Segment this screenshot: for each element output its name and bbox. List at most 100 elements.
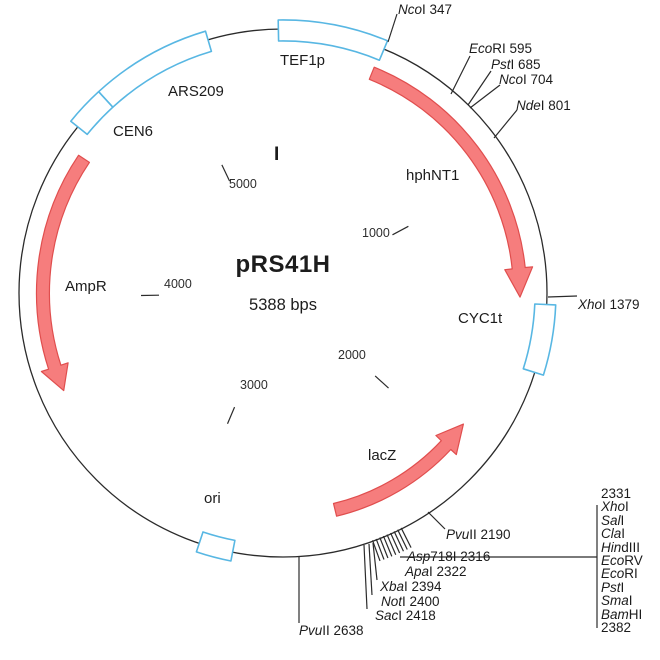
scale-label-3000: 3000: [240, 378, 268, 392]
site-enzyme: Sac: [375, 608, 399, 623]
feature-label-ars209: ARS209: [168, 83, 224, 100]
site-position: I 685: [510, 57, 541, 72]
site-label-ncoi-704: NcoI 704: [499, 73, 553, 87]
arrow-lacz: [332, 423, 464, 517]
tick-pvuii-2190: [427, 511, 446, 530]
feature-box-tef1p: [277, 19, 389, 61]
site-enzyme: Pvu: [446, 527, 470, 542]
site-enzyme: Nco: [398, 2, 423, 17]
site-enzyme: Not: [381, 594, 403, 609]
feature-box-ars209: [97, 30, 213, 108]
polylinker-item-smai: SmaI: [601, 593, 643, 609]
polylinker-item-bamhi: BamHI: [601, 606, 643, 622]
feature-box-cyc1t: [522, 303, 557, 376]
enzyme-suffix: I: [620, 579, 625, 595]
leader-saci-2418: [363, 544, 368, 610]
site-label-ecori-595: EcoRI 595: [469, 42, 532, 56]
enzyme-suffix: I: [621, 526, 626, 542]
site-enzyme: Nde: [516, 98, 541, 113]
enzyme-name: Sma: [601, 593, 629, 609]
arrow-ampr: [35, 154, 90, 392]
polylinker-item-ecorv: EcoRV: [601, 553, 643, 569]
tick-mcs-cluster: [371, 540, 381, 562]
feature-box-ori: [195, 531, 236, 562]
feature-box-cen6: [70, 90, 114, 136]
plasmid-title-block: pRS41H 5388 bps: [202, 251, 364, 315]
leader-noti-2400: [368, 543, 373, 596]
scale-tick-2000: [374, 375, 389, 389]
enzyme-name: Eco: [601, 566, 625, 582]
site-label-ncoi-347: NcoI 347: [398, 3, 452, 17]
site-enzyme: Asp: [407, 549, 431, 564]
scale-label-4000: 4000: [164, 277, 192, 291]
tick-mcs-cluster: [375, 538, 385, 560]
enzyme-suffix: RV: [624, 553, 643, 569]
site-position: I 347: [422, 2, 453, 17]
polylinker-item-hindiii: HindIII: [601, 539, 643, 555]
site-label-asp718i-2316: Asp718I 2316: [407, 550, 490, 564]
tick-mcs-cluster: [379, 537, 389, 559]
enzyme-name: Hin: [601, 539, 622, 555]
enzyme-suffix: I: [628, 593, 633, 609]
enzyme-suffix: HI: [628, 606, 643, 622]
feature-label-ampr: AmpR: [65, 278, 107, 295]
tick-mcs-cluster: [393, 531, 404, 552]
tick-ndei-801: [493, 109, 518, 139]
feature-label-ori: ori: [204, 490, 221, 507]
enzyme-name: Pst: [601, 579, 621, 595]
tick-ecori-595: [450, 55, 471, 95]
leader-xbai-2394: [372, 542, 378, 581]
site-enzyme: Pvu: [299, 623, 323, 638]
scale-label-2000: 2000: [338, 348, 366, 362]
site-position: I 1379: [602, 297, 640, 312]
scale-tick-1000: [392, 225, 409, 236]
feature-label-tef1p: TEF1p: [280, 52, 326, 69]
site-label-pvuii-2190: PvuII 2190: [446, 528, 511, 542]
polylinker-item-ecori: EcoRI: [601, 566, 643, 582]
tick-mcs-cluster: [386, 534, 397, 555]
site-position: I 2394: [404, 579, 442, 594]
tick-psti-685: [467, 70, 492, 106]
site-position: II 2638: [322, 623, 364, 638]
polylinker-list: 2331 XhoI SalI ClaI HindIII EcoRV EcoRI …: [601, 486, 643, 636]
enzyme-name: Cla: [601, 526, 622, 542]
plasmid-name: pRS41H: [235, 251, 331, 278]
polylinker-item-xhoi: XhoI: [601, 499, 643, 515]
site-position: I 704: [523, 72, 554, 87]
polylinker-item-psti: PstI: [601, 579, 643, 595]
tick-ncoi-347: [387, 13, 398, 43]
tick-ncoi-704: [469, 84, 501, 109]
enzyme-name: Eco: [601, 553, 625, 569]
site-enzyme: Apa: [405, 564, 430, 579]
site-position: I 2418: [398, 608, 436, 623]
polylinker-start-pos: 2331: [601, 486, 632, 501]
scale-label-5000: 5000: [229, 177, 257, 191]
site-position: II 2190: [469, 527, 511, 542]
feature-label-cen6: CEN6: [113, 123, 154, 140]
site-label-apai-2322: ApaI 2322: [405, 565, 467, 579]
enzyme-suffix: RI: [624, 566, 638, 582]
site-enzyme: Xho: [578, 297, 603, 312]
tick-mcs-cluster: [400, 527, 412, 548]
site-position: I 801: [540, 98, 571, 113]
site-enzyme: Nco: [499, 72, 524, 87]
polylinker-item-sali: SalI: [601, 512, 643, 528]
enzyme-name: Sal: [601, 512, 621, 528]
enzyme-suffix: I: [625, 499, 629, 515]
site-position: I 2400: [402, 594, 440, 609]
tick-mcs-cluster: [397, 529, 408, 550]
feature-label-cyc1t: CYC1t: [458, 310, 503, 327]
site-label-ndei-801: NdeI 801: [516, 99, 571, 113]
polylinker-end-pos: 2382: [601, 620, 632, 636]
site-enzyme: Pst: [491, 57, 511, 72]
scale-label-1000: 1000: [362, 226, 390, 240]
scale-tick-5000: [221, 164, 231, 182]
site-label-xhoi-1379: XhoI 1379: [578, 298, 640, 312]
enzyme-suffix: dIII: [621, 539, 641, 555]
tick-mcs-cluster: [382, 535, 393, 557]
site-label-noti-2400: NotI 2400: [381, 595, 440, 609]
scale-tick-3000: [226, 406, 236, 424]
feature-label-hphnt1: hphNT1: [406, 167, 460, 184]
site-position: I 2322: [429, 564, 467, 579]
